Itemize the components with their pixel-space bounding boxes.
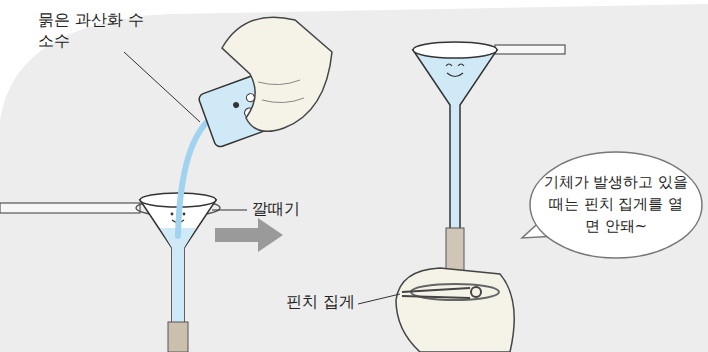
glove-hand (396, 268, 514, 352)
liquid (160, 228, 196, 352)
pinch-clamp (402, 288, 470, 298)
face-eye (183, 213, 186, 216)
part-label: 묽은 과산화 수소수 (38, 10, 150, 52)
leader-line (358, 294, 400, 304)
glove-hand (222, 17, 332, 131)
face-eye (171, 213, 174, 216)
leader-line (212, 210, 247, 211)
speech-bubble: 기체가 발생하고 있을 때는 핀치 집게를 열면 안돼~ (528, 150, 704, 260)
funnel-rim (413, 42, 497, 58)
pinch-clamp (471, 287, 481, 297)
glove-finger (258, 80, 304, 103)
leader-line (124, 52, 200, 122)
face-smile (447, 73, 463, 77)
part-label: 깔때기 (252, 199, 322, 220)
stand-arm (495, 45, 565, 54)
bubble-text: 기체가 발생하고 있을 때는 핀치 집게를 열면 안돼~ (528, 172, 704, 237)
stand-arm (0, 203, 140, 213)
part-label: 핀치 집게 (286, 292, 358, 313)
funnel (413, 50, 497, 232)
step-arrow (215, 218, 283, 252)
liquid-stream (178, 122, 207, 236)
rubber-tube (168, 322, 188, 352)
face-eye (446, 64, 464, 66)
background-ground (0, 4, 708, 352)
